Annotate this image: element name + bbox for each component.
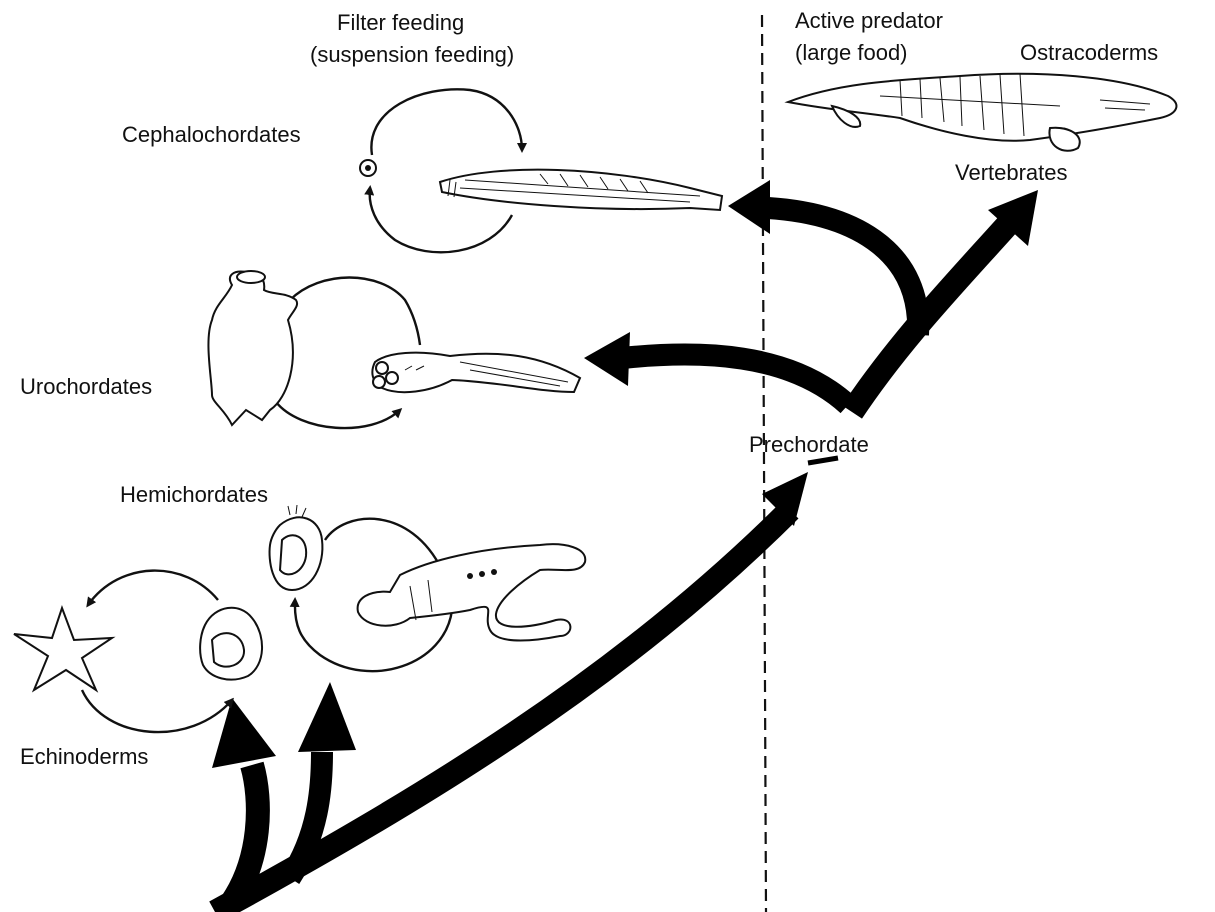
active-predator-sublabel: (large food) bbox=[795, 40, 908, 65]
arrowhead-hemichordates bbox=[298, 682, 356, 752]
echinoderm-larva-icon bbox=[200, 608, 262, 680]
echinoderms-label: Echinoderms bbox=[20, 744, 148, 769]
cephalochordates-label: Cephalochordates bbox=[122, 122, 301, 147]
arrowhead-urochordates bbox=[584, 332, 630, 386]
acorn-worm-icon bbox=[358, 544, 586, 640]
filter-feeding-label: Filter feeding bbox=[337, 10, 464, 35]
arrowhead-echinoderms bbox=[212, 698, 276, 768]
ostracoderm-fish-icon bbox=[788, 74, 1176, 151]
egg-icon bbox=[360, 160, 376, 176]
filter-feeding-sublabel: (suspension feeding) bbox=[310, 42, 514, 67]
hemichordate-cycle bbox=[270, 505, 586, 671]
hemichordates-label: Hemichordates bbox=[120, 482, 268, 507]
arrowhead-cephalochordates bbox=[728, 180, 770, 234]
urochordates-label: Urochordates bbox=[20, 374, 152, 399]
active-predator-label: Active predator bbox=[795, 8, 943, 33]
urochordate-cycle bbox=[208, 271, 580, 428]
amphioxus-icon bbox=[440, 170, 722, 210]
echinoderm-cycle bbox=[14, 571, 262, 732]
tadpole-larva-icon bbox=[372, 353, 580, 393]
starfish-icon bbox=[14, 608, 112, 690]
phylogeny-branches bbox=[212, 180, 1038, 912]
tornaria-larva-icon bbox=[270, 505, 323, 590]
divider-dashed-line bbox=[762, 15, 766, 912]
ostracoderms-label: Ostracoderms bbox=[1020, 40, 1158, 65]
tunicate-adult-icon bbox=[208, 271, 297, 425]
cephalochordate-cycle bbox=[360, 89, 722, 252]
prechordate-label: Prechordate bbox=[749, 432, 869, 457]
vertebrates-label: Vertebrates bbox=[955, 160, 1068, 185]
